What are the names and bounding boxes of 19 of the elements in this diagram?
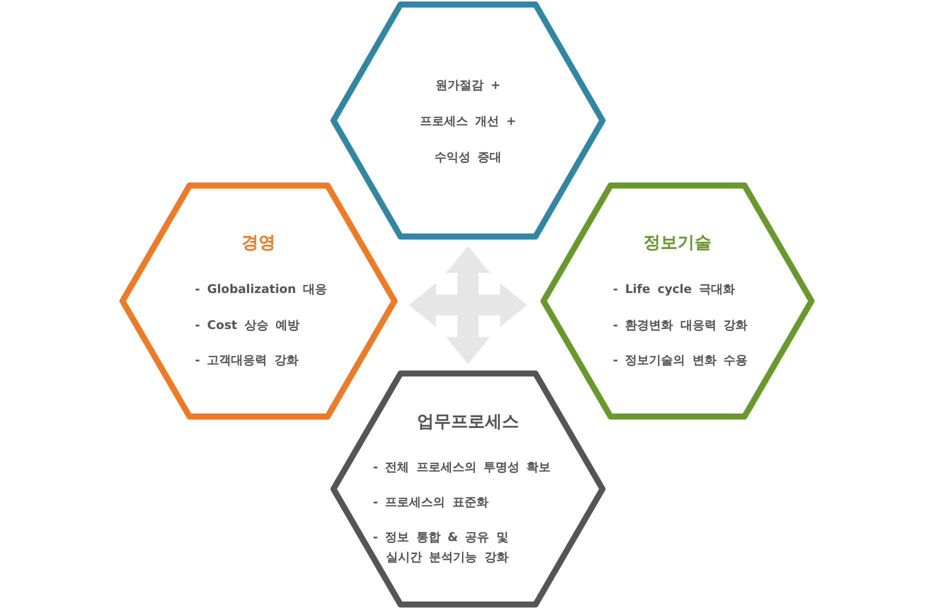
list-item: - Globalization 대응	[195, 281, 328, 298]
hexagon-title: 정보기술	[644, 232, 712, 255]
list-item: - Life cycle 극대화	[613, 281, 735, 298]
list-item: - 정보 통합 & 공유 및 실시간 분석기능 강화	[373, 529, 510, 566]
text-line: 수익성 증대	[434, 149, 502, 166]
list-item: - 프로세스의 표준화	[373, 494, 488, 511]
hexagon-title: 업무프로세스	[417, 411, 519, 434]
hexagon	[330, 1, 606, 240]
hexagon	[330, 370, 606, 608]
hexagon-title: 경영	[242, 232, 276, 255]
text-line: 프로세스 개선 +	[420, 113, 516, 130]
text-line: 원가절감 +	[435, 77, 501, 94]
hexagon	[540, 182, 815, 420]
list-item: - 고객대응력 강화	[195, 352, 298, 369]
list-item: - 전체 프로세스의 투명성 확보	[373, 459, 551, 476]
list-item: - 정보기술의 변화 수용	[613, 352, 748, 369]
list-item: - 환경변화 대응력 강화	[613, 317, 748, 334]
list-item: - Cost 상승 예방	[195, 317, 300, 334]
hexagon	[119, 182, 398, 420]
